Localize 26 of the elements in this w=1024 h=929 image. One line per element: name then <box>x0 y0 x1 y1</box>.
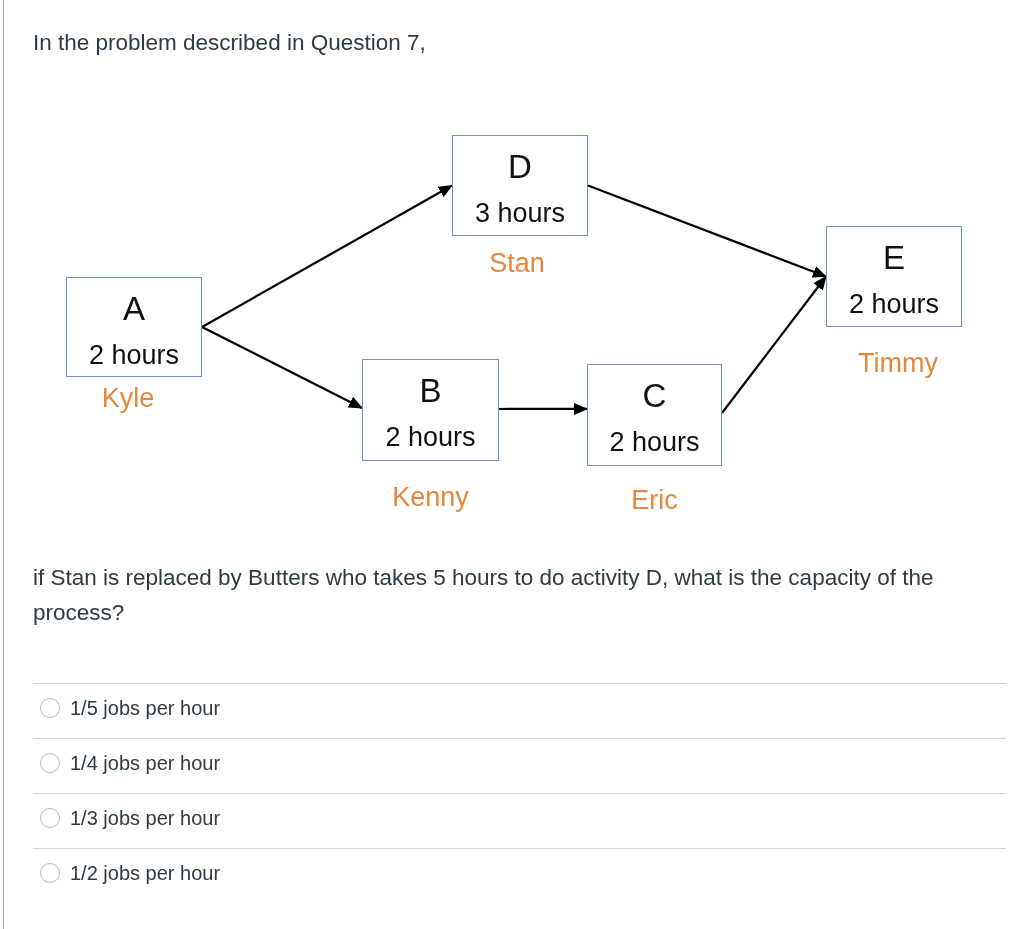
worker-name: Stan <box>489 247 545 279</box>
activity-label: D <box>508 149 532 185</box>
activity-label: B <box>419 373 442 409</box>
answer-option: 1/4 jobs per hour <box>70 750 221 776</box>
activity-label: E <box>883 240 905 276</box>
duration-label: 3 hours <box>474 197 566 229</box>
worker-name: Timmy <box>858 347 938 379</box>
activity-label: C <box>642 378 667 414</box>
duration-label: 2 hours <box>385 421 476 453</box>
worker-name: Eric <box>631 484 678 516</box>
duration-label: 2 hours <box>88 339 180 371</box>
answer-option: 1/5 jobs per hour <box>70 695 221 721</box>
worker-name: Kyle <box>101 382 155 414</box>
arrow <box>201 184 453 328</box>
answer-option: 1/2 jobs per hour <box>70 860 221 886</box>
worker-name: Kenny <box>392 481 469 513</box>
duration-label: 2 hours <box>848 288 940 320</box>
activity-label: A <box>123 291 145 327</box>
duration-label: 2 hours <box>609 426 700 458</box>
arrow <box>499 402 588 415</box>
arrow <box>587 184 827 278</box>
question-text: In the problem described in Question 7, <box>33 29 427 57</box>
arrow <box>721 275 827 414</box>
answer-option: 1/3 jobs per hour <box>70 805 221 831</box>
question-text: if Stan is replaced by Butters who takes 5 hours to do activity D, what is the capacity of the process? <box>33 564 935 627</box>
arrow <box>201 326 363 409</box>
